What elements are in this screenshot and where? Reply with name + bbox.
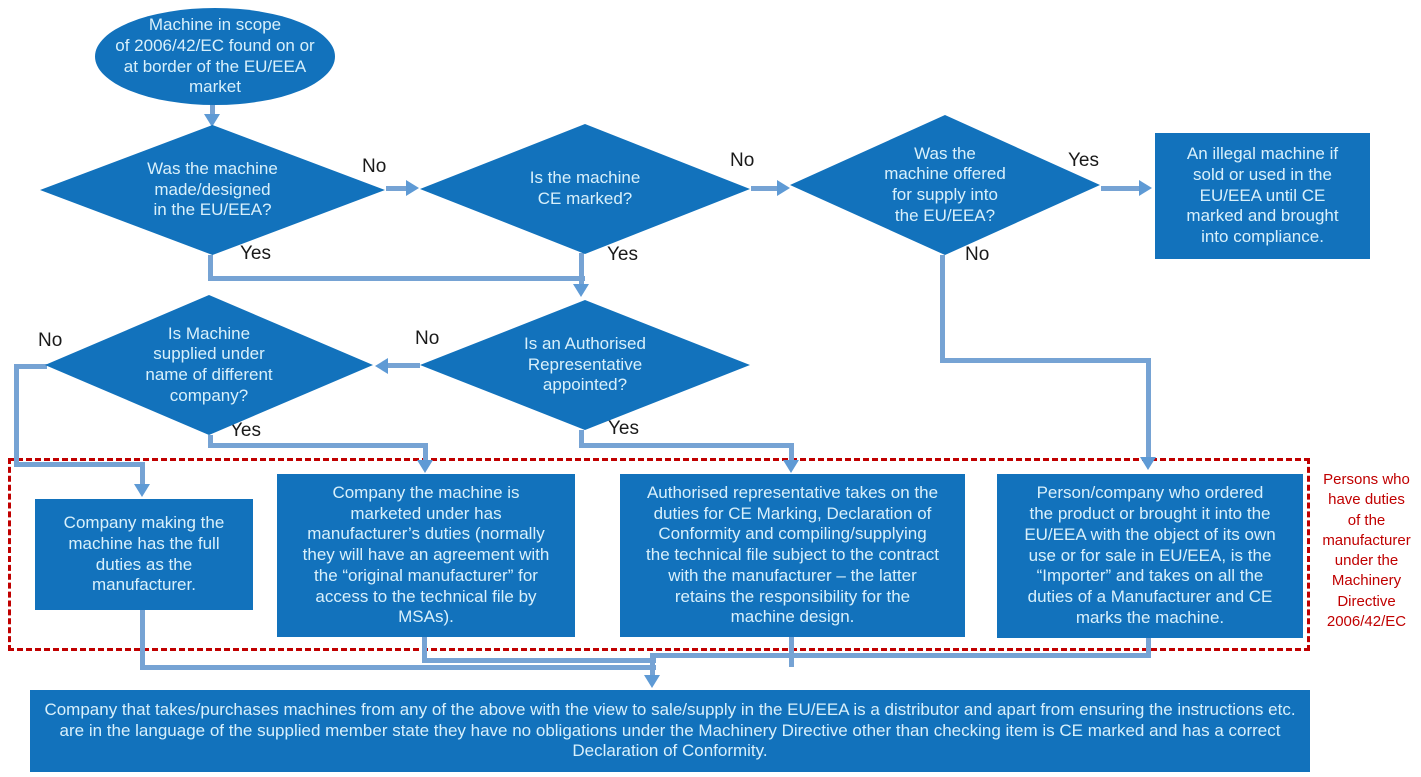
decision-supplied-different-name-label: Is Machine supplied under name of differ… (145, 323, 273, 405)
duties-dashed-region (8, 458, 1310, 651)
connector-line (208, 255, 213, 279)
box-authorised-rep-duties: Authorised representative takes on the d… (620, 474, 965, 637)
decision-authorised-rep: Is an Authorised Representative appointe… (420, 300, 750, 430)
decision-made-in-eueea-label: Was the machine made/designed in the EU/… (147, 158, 278, 220)
connector-line (751, 186, 779, 191)
edge-label-made-yes: Yes (240, 243, 271, 264)
connector-arrowhead (375, 358, 388, 374)
connector-line (140, 462, 145, 487)
box-illegal-machine-label: An illegal machine if sold or used in th… (1186, 144, 1339, 247)
connector-line (210, 104, 215, 116)
connector-line (208, 435, 213, 447)
edge-label-name-no: No (38, 330, 63, 351)
start-ellipse: Machine in scope of 2006/42/EC found on … (95, 8, 335, 105)
connector-arrowhead (1140, 457, 1156, 470)
box-importer-duties: Person/company who ordered the product o… (997, 474, 1303, 638)
connector-line (1146, 358, 1151, 459)
edge-label-offered-no: No (965, 244, 990, 265)
connector-arrowhead (777, 180, 790, 196)
connector-line (940, 255, 945, 361)
box-manufacturer-duties-label: Company making the machine has the full … (63, 513, 225, 595)
connector-line (208, 276, 585, 281)
connector-line (208, 443, 427, 448)
decision-ce-marked: Is the machine CE marked? (420, 124, 750, 254)
connector-arrowhead (417, 460, 433, 473)
connector-arrowhead (134, 484, 150, 497)
connector-arrowhead (644, 675, 660, 688)
edge-label-rep-no: No (415, 328, 440, 349)
connector-line (650, 653, 655, 678)
connector-line (1146, 637, 1151, 657)
connector-line (423, 443, 428, 463)
edge-label-rep-yes: Yes (608, 418, 639, 439)
edge-label-name-yes: Yes (230, 420, 261, 441)
edge-label-ce-no: No (730, 150, 755, 171)
connector-line (14, 364, 19, 467)
connector-line (140, 665, 656, 670)
start-ellipse-label: Machine in scope of 2006/42/EC found on … (115, 15, 315, 97)
connector-line (14, 364, 47, 369)
box-distributor-note: Company that takes/purchases machines fr… (30, 690, 1310, 772)
connector-line (652, 653, 1151, 658)
decision-offered-supply: Was the machine offered for supply into … (790, 115, 1100, 255)
side-note-red: Persons who have duties of the manufactu… (1322, 471, 1411, 630)
decision-supplied-different-name: Is Machine supplied under name of differ… (45, 295, 373, 435)
connector-line (388, 363, 420, 368)
decision-made-in-eueea: Was the machine made/designed in the EU/… (40, 125, 385, 255)
box-distributor-note-label: Company that takes/purchases machines fr… (44, 699, 1296, 761)
decision-ce-marked-label: Is the machine CE marked? (529, 168, 641, 208)
connector-arrowhead (783, 460, 799, 473)
connector-arrowhead (573, 284, 589, 297)
edge-label-ce-yes: Yes (607, 244, 638, 265)
connector-line (579, 443, 794, 448)
connector-line (940, 358, 1151, 363)
edge-label-offered-yes: Yes (1068, 150, 1099, 171)
connector-line (422, 658, 656, 663)
connector-arrowhead (1139, 180, 1152, 196)
box-authorised-rep-duties-label: Authorised representative takes on the d… (646, 482, 939, 627)
connector-line (140, 610, 145, 668)
connector-line (789, 637, 794, 667)
connector-line (14, 462, 144, 467)
connector-line (386, 186, 408, 191)
decision-authorised-rep-label: Is an Authorised Representative appointe… (524, 333, 646, 395)
box-importer-duties-label: Person/company who ordered the product o… (1024, 483, 1276, 627)
connector-arrowhead (406, 180, 419, 196)
connector-line (422, 637, 427, 662)
edge-label-made-no: No (362, 156, 387, 177)
box-manufacturer-duties: Company making the machine has the full … (35, 499, 253, 610)
box-marketed-under-duties: Company the machine is marketed under ha… (277, 474, 575, 637)
connector-line (1101, 186, 1141, 191)
box-marketed-under-duties-label: Company the machine is marketed under ha… (302, 482, 550, 627)
connector-arrowhead (204, 114, 220, 127)
connector-line (789, 443, 794, 463)
connector-line (579, 253, 584, 285)
connector-line (579, 430, 584, 447)
decision-offered-supply-label: Was the machine offered for supply into … (884, 143, 1006, 225)
box-illegal-machine: An illegal machine if sold or used in th… (1155, 133, 1370, 259)
